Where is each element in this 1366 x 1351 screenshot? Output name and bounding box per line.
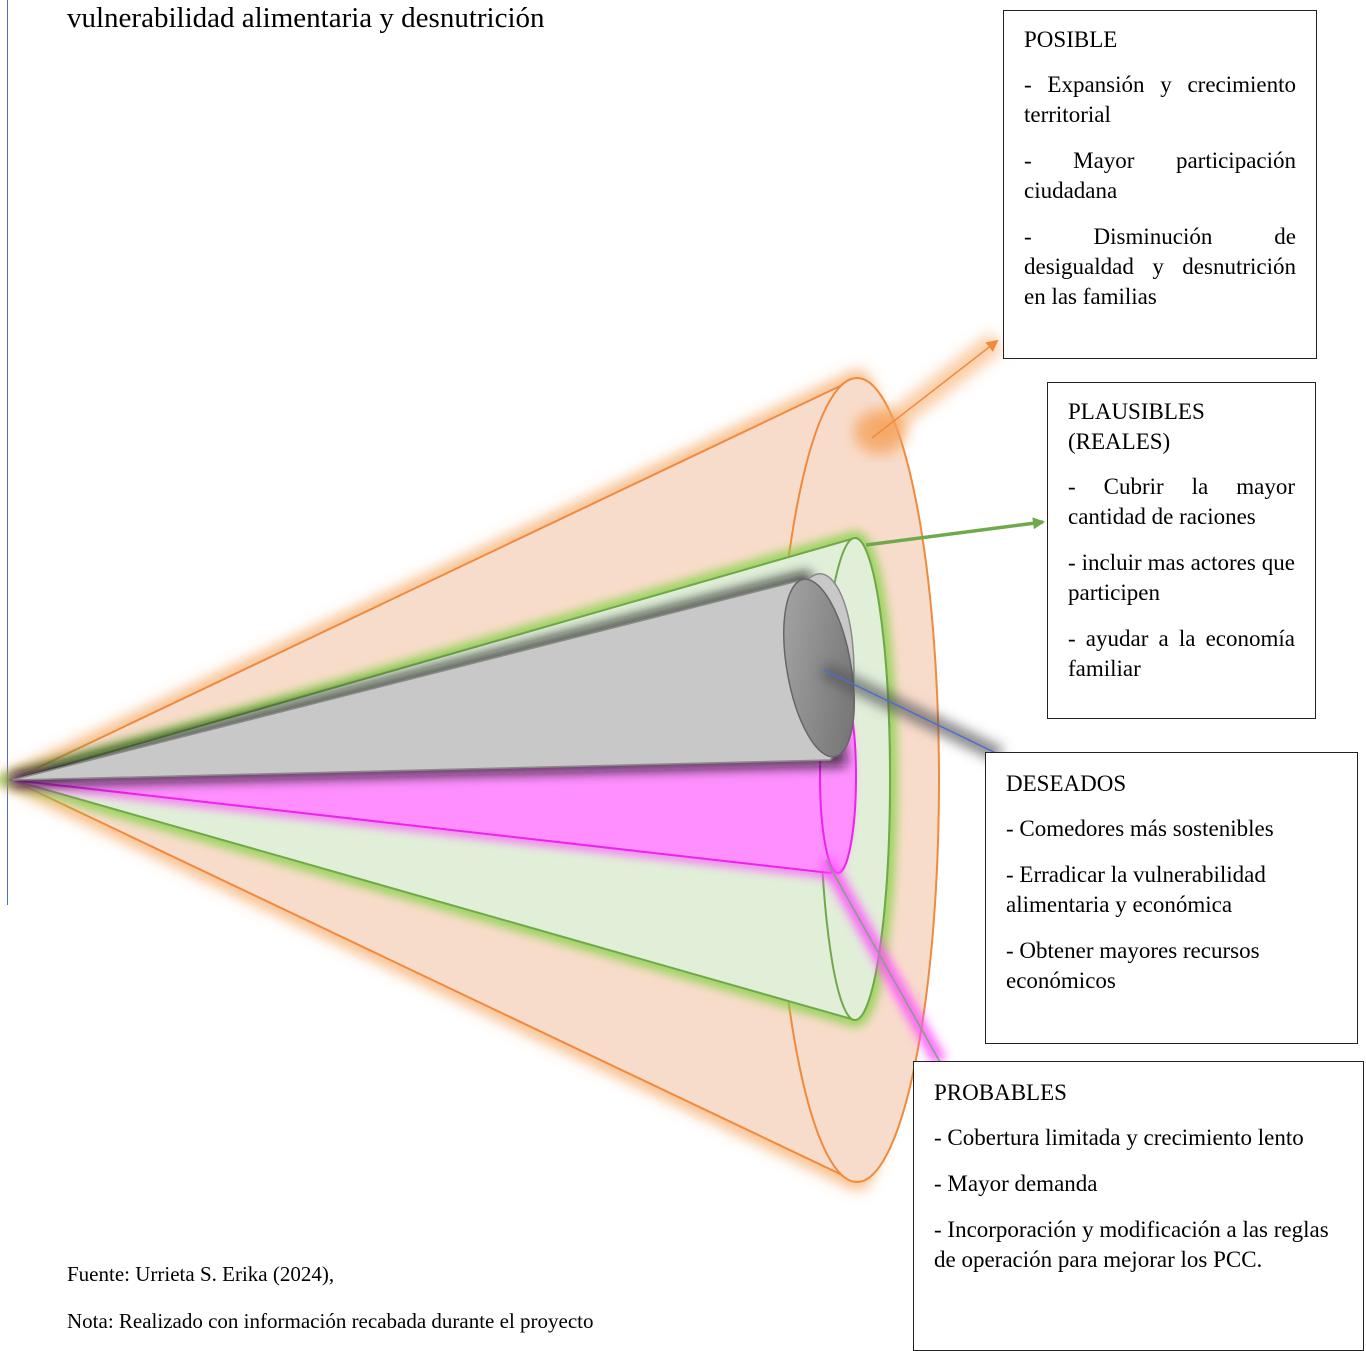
deseados-item-1: - Comedores más sostenibles (1006, 816, 1274, 841)
deseados-item-3: - Obtener mayores recursos económicos (1006, 938, 1260, 993)
probables-connector (819, 856, 947, 1066)
deseados-heading: DESEADOS (1006, 771, 1127, 796)
plausibles-item-3: - ayudar a la economía familiar (1068, 626, 1295, 681)
plausibles-connector (865, 517, 1045, 547)
posible-item-3: - Disminución de desigualdad y desnutric… (1024, 224, 1296, 309)
plausibles-heading-line1: PLAUSIBLES (1068, 399, 1205, 424)
page-title: vulnerabilidad alimentaria y desnutrició… (67, 2, 545, 34)
deseados-box: DESEADOS - Comedores más sostenibles - E… (985, 752, 1358, 1044)
posible-item-2: - Mayor participación ciudadana (1024, 148, 1296, 203)
deseados-item-2: - Erradicar la vulnerabilidad alimentari… (1006, 862, 1266, 917)
probables-box: PROBABLES - Cobertura limitada y crecimi… (913, 1061, 1364, 1351)
source-caption: Fuente: Urrieta S. Erika (2024), (67, 1262, 335, 1286)
posible-item-1: - Expansión y crecimiento territorial (1024, 72, 1296, 127)
posible-connector (871, 332, 1004, 441)
plausibles-item-2: - incluir mas actores que participen (1068, 550, 1295, 605)
plausibles-heading: PLAUSIBLES (REALES) (1068, 397, 1295, 457)
probables-item-1: - Cobertura limitada y crecimiento lento (934, 1125, 1304, 1150)
page-margin-line (7, 0, 8, 905)
deseados-cone (10, 570, 855, 786)
probables-heading: PROBABLES (934, 1080, 1067, 1105)
plausibles-item-1: - Cubrir la mayor cantidad de raciones (1068, 474, 1295, 529)
note-caption: Nota: Realizado con información recabada… (67, 1309, 594, 1333)
probables-item-2: - Mayor demanda (934, 1171, 1098, 1196)
posible-heading: POSIBLE (1024, 27, 1118, 52)
deseados-connector (820, 662, 1004, 763)
plausibles-box: PLAUSIBLES (REALES) - Cubrir la mayor ca… (1047, 382, 1316, 719)
posible-box: POSIBLE - Expansión y crecimiento territ… (1003, 10, 1317, 359)
plausibles-heading-line2: (REALES) (1068, 429, 1171, 454)
probables-item-3: - Incorporación y modificación a las reg… (934, 1217, 1329, 1272)
